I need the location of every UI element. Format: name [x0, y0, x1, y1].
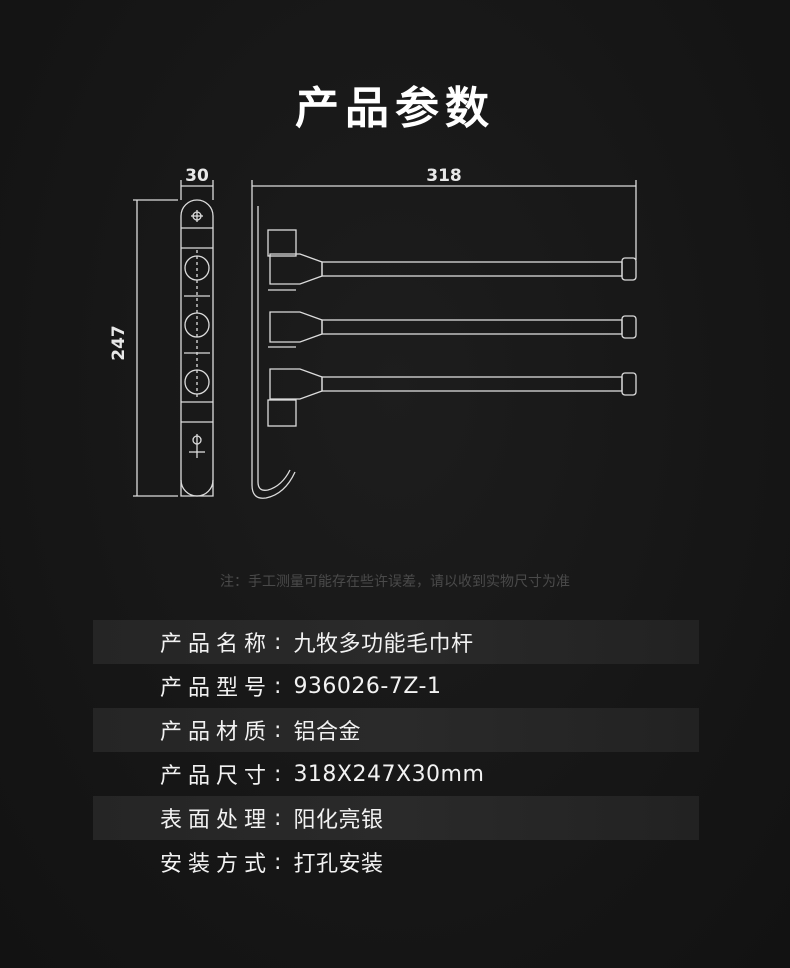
- spec-colon: :: [274, 761, 282, 787]
- spec-label: 产品型号: [160, 676, 273, 701]
- page-title: 产品参数: [295, 83, 495, 134]
- spec-colon: :: [274, 849, 282, 875]
- spec-label: 产品名称: [160, 632, 273, 657]
- spec-value: 936026-7Z-1: [293, 673, 442, 699]
- spec-row: 产品材质 : 铝合金: [93, 708, 699, 752]
- spec-value: 阳化亮银: [293, 808, 384, 833]
- spec-value: 铝合金: [293, 720, 361, 745]
- front-view: [133, 180, 214, 497]
- spec-value: 318X247X30mm: [293, 761, 485, 787]
- spec-label: 安装方式: [160, 852, 273, 877]
- spec-row: 安装方式 : 打孔安装: [93, 840, 699, 884]
- measurement-note: 注：手工测量可能存在些许误差，请以收到实物尺寸为准: [220, 574, 570, 590]
- length-dimension-label: 318: [426, 166, 462, 186]
- side-view: [251, 180, 637, 499]
- spec-table: 产品名称 : 九牧多功能毛巾杆 产品型号 : 936026-7Z-1 产品材质 …: [93, 620, 699, 884]
- spec-label: 产品材质: [160, 720, 273, 745]
- spec-row: 产品型号 : 936026-7Z-1: [93, 664, 699, 708]
- product-dimension-drawing: 30 318 247: [109, 166, 637, 499]
- spec-value: 打孔安装: [293, 852, 384, 877]
- spec-value: 九牧多功能毛巾杆: [293, 632, 474, 657]
- height-dimension-label: 247: [109, 325, 129, 361]
- spec-label: 表面处理: [160, 808, 273, 833]
- spec-colon: :: [274, 717, 282, 743]
- spec-colon: :: [274, 629, 282, 655]
- spec-row: 产品名称 : 九牧多功能毛巾杆: [93, 620, 699, 664]
- spec-row: 表面处理 : 阳化亮银: [93, 796, 699, 840]
- spec-colon: :: [274, 673, 282, 699]
- width-dimension-label: 30: [185, 166, 209, 186]
- spec-colon: :: [274, 805, 282, 831]
- spec-label: 产品尺寸: [160, 764, 273, 789]
- spec-row: 产品尺寸 : 318X247X30mm: [93, 752, 699, 796]
